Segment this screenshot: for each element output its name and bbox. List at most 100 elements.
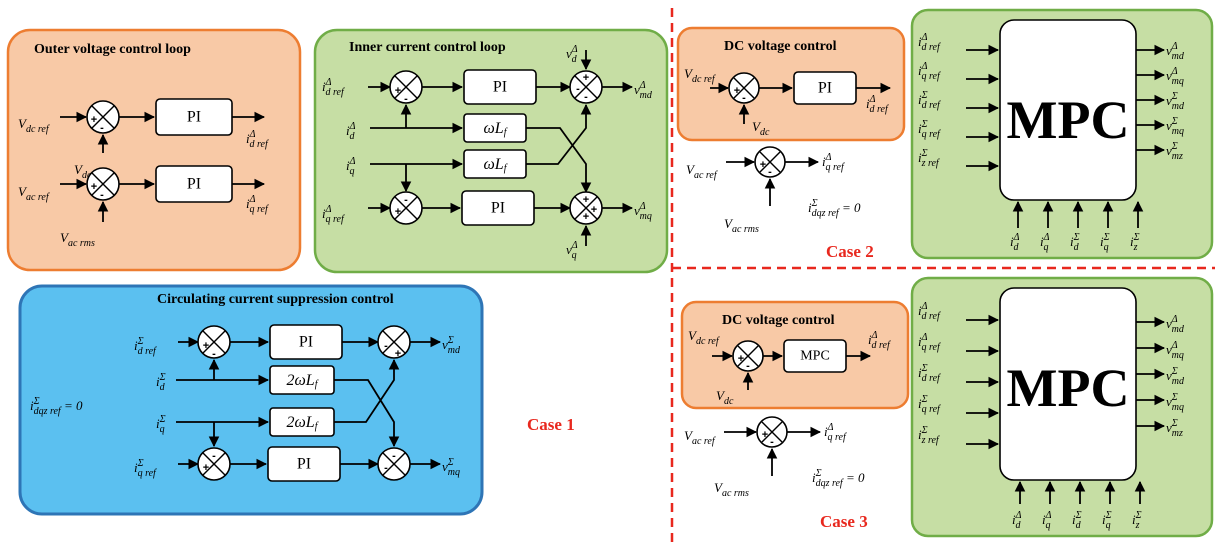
- svg-text:-: -: [100, 122, 104, 134]
- label-vdc: Vdc: [716, 388, 734, 407]
- svg-text:ωLf: ωLf: [484, 156, 508, 174]
- mpc-block: [999, 287, 1137, 481]
- svg-text:iΣq: iΣq: [1102, 510, 1112, 531]
- label-vdc-ref: Vdc ref: [18, 116, 50, 135]
- svg-text:+: +: [591, 204, 597, 216]
- mpc-block: [999, 19, 1137, 201]
- svg-text:iΣz: iΣz: [1132, 510, 1142, 531]
- svg-text:iΔd ref: iΔd ref: [918, 301, 941, 322]
- svg-text:-: -: [746, 360, 750, 372]
- svg-text:PI: PI: [187, 176, 201, 193]
- svg-text:PI: PI: [299, 334, 313, 351]
- dc-voltage-title-case3: DC voltage control: [722, 313, 835, 328]
- label-vac-rms: Vac rms: [714, 480, 749, 499]
- dc-voltage-title-case2: DC voltage control: [724, 39, 837, 54]
- case-1-label: Case 1: [527, 415, 575, 434]
- svg-text:+: +: [762, 429, 768, 441]
- svg-text:MPC: MPC: [1007, 358, 1130, 418]
- svg-text:+: +: [583, 211, 589, 223]
- label-vdc-ref: Vdc ref: [684, 66, 716, 85]
- svg-text:2ωLf: 2ωLf: [287, 372, 319, 390]
- svg-text:iΔq ref: iΔq ref: [918, 332, 941, 353]
- svg-text:+: +: [91, 181, 97, 193]
- svg-text:PI: PI: [818, 80, 832, 97]
- svg-text:-: -: [768, 166, 772, 178]
- case-2-label: Case 2: [826, 242, 874, 261]
- svg-text:-: -: [584, 91, 588, 103]
- svg-text:+: +: [734, 85, 740, 97]
- svg-text:+: +: [760, 159, 766, 171]
- svg-text:PI: PI: [187, 109, 201, 126]
- label-vac-rms: Vac rms: [60, 230, 95, 249]
- svg-text:MPC: MPC: [1007, 90, 1130, 150]
- svg-text:PI: PI: [491, 200, 505, 217]
- label-vdc: Vdc: [74, 162, 92, 181]
- svg-text:-: -: [392, 450, 396, 462]
- outer-voltage-loop-panel: Outer voltage control loop Vdc ref + - Vd…: [6, 28, 302, 272]
- svg-text:iΣd ref: iΣd ref: [918, 363, 941, 384]
- svg-text:iΣz ref: iΣz ref: [918, 148, 940, 169]
- svg-text:iΣq ref: iΣq ref: [918, 119, 941, 140]
- svg-text:iΔq ref: iΔq ref: [918, 61, 941, 82]
- label-vac-rms: Vac rms: [724, 216, 759, 235]
- label-vac-ref: Vac ref: [684, 428, 716, 447]
- svg-text:-: -: [384, 462, 388, 474]
- svg-text:iΣq ref: iΣq ref: [918, 394, 941, 415]
- svg-text:+: +: [583, 72, 589, 84]
- svg-text:-: -: [212, 450, 216, 462]
- svg-text:MPC: MPC: [800, 349, 830, 364]
- outer-voltage-title: Outer voltage control loop: [34, 42, 191, 57]
- svg-text:-: -: [404, 194, 408, 206]
- label-vdc-ref: Vdc ref: [688, 328, 720, 347]
- svg-text:iΔd ref: iΔd ref: [918, 32, 941, 53]
- svg-text:2ωLf: 2ωLf: [287, 414, 319, 432]
- svg-text:iΣd: iΣd: [1072, 510, 1082, 531]
- svg-text:-: -: [384, 340, 388, 352]
- inner-current-title: Inner current control loop: [349, 40, 506, 55]
- svg-text:+: +: [738, 353, 744, 365]
- svg-text:iΣq: iΣq: [1100, 232, 1110, 253]
- svg-text:PI: PI: [297, 456, 311, 473]
- svg-text:iΣz: iΣz: [1130, 232, 1140, 253]
- svg-text:-: -: [212, 348, 216, 360]
- svg-text:iΔq: iΔq: [1042, 510, 1052, 531]
- label-vdc: Vdc: [752, 119, 770, 138]
- svg-text:-: -: [742, 92, 746, 104]
- circulating-current-panel: Circulating current suppression control …: [18, 284, 484, 516]
- svg-text:-: -: [576, 83, 580, 95]
- svg-text:-: -: [404, 93, 408, 105]
- svg-text:+: +: [583, 194, 589, 206]
